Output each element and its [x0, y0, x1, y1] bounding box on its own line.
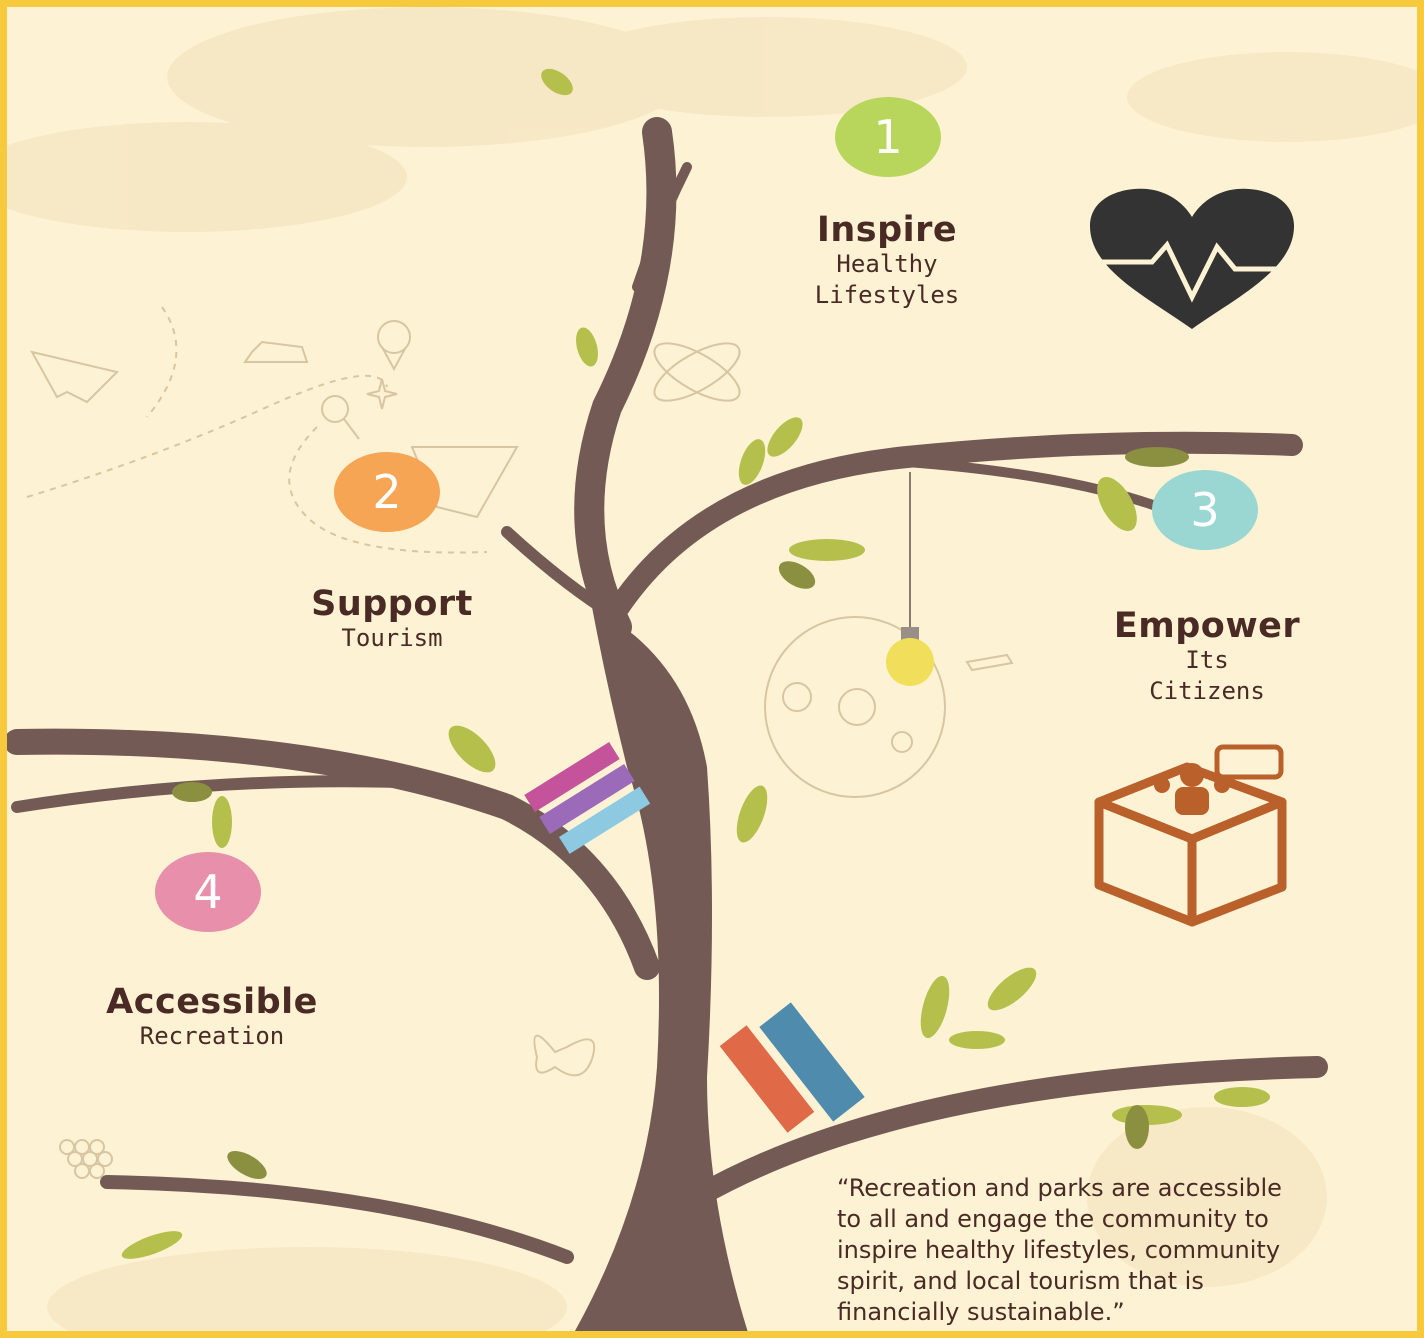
quote-line: spirit, and local tourism that is	[837, 1267, 1204, 1295]
location-pin-icon	[377, 320, 411, 354]
moon-icon	[764, 616, 946, 798]
pillar-accessible: Accessible Recreation	[67, 983, 357, 1052]
badge-3: 3	[1152, 470, 1258, 550]
background-clouds	[7, 7, 1417, 1331]
pillar-subtitle: Citizens	[1149, 677, 1265, 705]
pillar-inspire: Inspire Healthy Lifestyles	[787, 211, 987, 311]
books-lower	[719, 1002, 865, 1133]
books-upper	[524, 742, 651, 854]
car-icon	[243, 340, 309, 363]
badge-1: 1	[835, 97, 941, 177]
tree-trunk	[574, 607, 748, 1331]
atom-icon	[653, 342, 741, 402]
pillar-subtitle: Lifestyles	[814, 281, 960, 309]
butterfly-icon	[533, 1034, 596, 1077]
quote-line: inspire healthy lifestyles, community	[837, 1236, 1281, 1264]
leaves	[121, 68, 1270, 1259]
tree-branches	[7, 117, 1328, 1264]
magnifier-icon	[321, 395, 349, 423]
airplane-icon	[30, 350, 119, 404]
pillar-support: Support Tourism	[277, 585, 507, 654]
pillar-empower: Empower Its Citizens	[1077, 607, 1337, 707]
quote-line: financially sustainable.”	[837, 1298, 1125, 1326]
pillar-title: Inspire	[816, 210, 958, 250]
pillar-title: Accessible	[106, 982, 318, 1022]
pillar-subtitle: Healthy	[836, 250, 938, 278]
light-bulb-icon	[886, 472, 934, 686]
pillar-subtitle: Recreation	[139, 1022, 285, 1050]
heartbeat-icon	[1089, 188, 1295, 329]
grapes-icon	[59, 1139, 113, 1179]
quote-line: to all and engage the community to	[837, 1205, 1269, 1233]
badge-2: 2	[334, 452, 440, 532]
tree-illustration	[7, 7, 1417, 1331]
quote-line: “Recreation and parks are accessible	[837, 1174, 1282, 1202]
badge-4: 4	[155, 852, 261, 932]
pillar-title: Empower	[1113, 606, 1301, 646]
rocket-icon	[965, 653, 1014, 672]
pillar-subtitle: Tourism	[341, 624, 443, 652]
community-box-icon	[1094, 744, 1287, 927]
pillar-subtitle: Its	[1185, 646, 1229, 674]
travel-doodles	[26, 306, 1014, 1179]
compass-star-icon	[366, 378, 398, 410]
pillar-title: Support	[311, 584, 473, 624]
mission-quote: “Recreation and parks are accessible to …	[837, 1173, 1417, 1328]
